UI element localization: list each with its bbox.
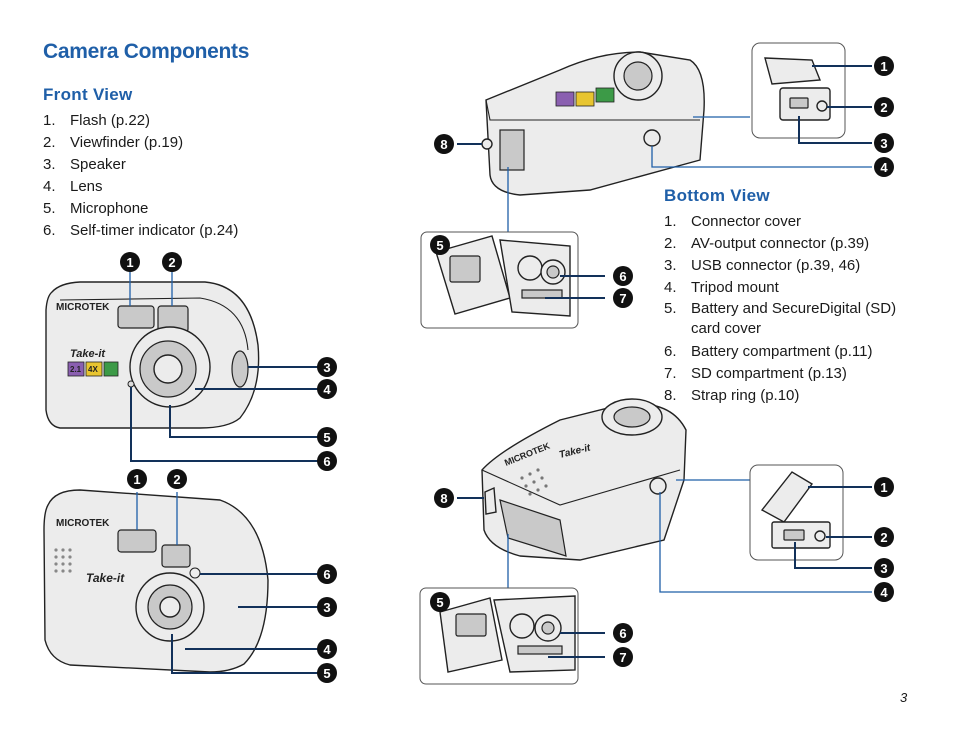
bottom-view-heading: Bottom View bbox=[664, 186, 770, 205]
list-item: 5.Battery and SecureDigital (SD) card co… bbox=[664, 300, 897, 337]
badge-4: 4 bbox=[874, 157, 894, 177]
badge-4: 4 bbox=[317, 639, 337, 659]
badge-7: 7 bbox=[613, 647, 633, 667]
badge-6: 6 bbox=[613, 623, 633, 643]
svg-text:6: 6 bbox=[323, 567, 330, 582]
badge-1: 1 bbox=[874, 56, 894, 76]
list-item: 2.Viewfinder (p.19) bbox=[43, 134, 184, 151]
megapixel-label: 2.1 bbox=[70, 365, 82, 374]
svg-text:7: 7 bbox=[619, 291, 626, 306]
svg-text:6: 6 bbox=[323, 454, 330, 469]
svg-text:2: 2 bbox=[880, 100, 887, 115]
list-item: 3.Speaker bbox=[43, 156, 126, 173]
svg-text:2: 2 bbox=[880, 530, 887, 545]
badge-1: 1 bbox=[127, 469, 147, 489]
svg-text:5: 5 bbox=[323, 430, 330, 445]
page-title: Camera Components bbox=[43, 40, 250, 63]
svg-text:3: 3 bbox=[323, 360, 330, 375]
svg-text:2: 2 bbox=[173, 472, 180, 487]
svg-text:2: 2 bbox=[168, 255, 175, 270]
badge-2: 2 bbox=[162, 252, 182, 272]
svg-text:4: 4 bbox=[880, 160, 888, 175]
badge-8: 8 bbox=[434, 134, 454, 154]
badge-6: 6 bbox=[317, 451, 337, 471]
list-item: 6.Battery compartment (p.11) bbox=[664, 343, 873, 360]
badge-2: 2 bbox=[167, 469, 187, 489]
list-item: 4.Tripod mount bbox=[664, 279, 779, 296]
list-item: 1.Connector cover bbox=[664, 213, 802, 230]
svg-text:3: 3 bbox=[880, 561, 887, 576]
badge-2: 2 bbox=[874, 527, 894, 547]
badge-2: 2 bbox=[874, 97, 894, 117]
bottom-view-list: 1.Connector cover 2.AV-output connector … bbox=[664, 211, 924, 407]
badge-8: 8 bbox=[434, 488, 454, 508]
badge-7: 7 bbox=[613, 288, 633, 308]
badge-5: 5 bbox=[317, 427, 337, 447]
brand-label: MICROTEK bbox=[56, 518, 110, 529]
list-item: 1.Flash (p.22) bbox=[43, 112, 151, 129]
list-item: 3.USB connector (p.39, 46) bbox=[664, 257, 861, 274]
svg-text:7: 7 bbox=[619, 650, 626, 665]
svg-text:4: 4 bbox=[323, 382, 331, 397]
zoom-label: 4X bbox=[88, 365, 98, 374]
page-number: 3 bbox=[900, 690, 908, 705]
badge-5: 5 bbox=[430, 235, 450, 255]
badge-6: 6 bbox=[317, 564, 337, 584]
bottom-camera-illustration-1 bbox=[481, 51, 705, 196]
front-view-heading: Front View bbox=[43, 85, 133, 104]
badge-4: 4 bbox=[317, 379, 337, 399]
badge-3: 3 bbox=[317, 597, 337, 617]
badge-6: 6 bbox=[613, 266, 633, 286]
front-camera-illustration-2: MICROTEK Take-it bbox=[43, 489, 269, 673]
badge-5: 5 bbox=[430, 592, 450, 612]
svg-text:1: 1 bbox=[126, 255, 133, 270]
list-item: 8.Strap ring (p.10) bbox=[664, 387, 800, 404]
svg-text:5: 5 bbox=[436, 595, 443, 610]
svg-text:4: 4 bbox=[323, 642, 331, 657]
svg-text:1: 1 bbox=[133, 472, 140, 487]
svg-text:3: 3 bbox=[880, 136, 887, 151]
svg-text:5: 5 bbox=[436, 238, 443, 253]
front-camera-illustration-1: MICROTEK Take-it 2.1 4X bbox=[45, 281, 260, 429]
brand-label: MICROTEK bbox=[56, 302, 110, 313]
list-item: 6.Self-timer indicator (p.24) bbox=[43, 222, 239, 239]
svg-text:5: 5 bbox=[323, 666, 330, 681]
svg-text:1: 1 bbox=[880, 59, 887, 74]
list-item: 5.Microphone bbox=[43, 200, 149, 217]
badge-3: 3 bbox=[317, 357, 337, 377]
badge-3: 3 bbox=[874, 558, 894, 578]
badge-1: 1 bbox=[874, 477, 894, 497]
svg-text:8: 8 bbox=[440, 137, 447, 152]
badge-3: 3 bbox=[874, 133, 894, 153]
svg-text:8: 8 bbox=[440, 491, 447, 506]
list-item: 2.AV-output connector (p.39) bbox=[664, 235, 870, 252]
svg-text:6: 6 bbox=[619, 269, 626, 284]
badge-4: 4 bbox=[874, 582, 894, 602]
list-item: 7.SD compartment (p.13) bbox=[664, 365, 847, 382]
svg-text:3: 3 bbox=[323, 600, 330, 615]
list-item: 4.Lens bbox=[43, 178, 103, 195]
badge-1: 1 bbox=[120, 252, 140, 272]
model-label: Take-it bbox=[70, 348, 106, 360]
badge-5: 5 bbox=[317, 663, 337, 683]
front-view-list: 1.Flash (p.22) 2.Viewfinder (p.19) 3.Spe… bbox=[43, 110, 343, 242]
svg-text:1: 1 bbox=[880, 480, 887, 495]
svg-text:6: 6 bbox=[619, 626, 626, 641]
svg-text:4: 4 bbox=[880, 585, 888, 600]
bottom-camera-illustration-2: MICROTEK Take-it bbox=[481, 398, 687, 561]
model-label: Take-it bbox=[86, 571, 125, 585]
